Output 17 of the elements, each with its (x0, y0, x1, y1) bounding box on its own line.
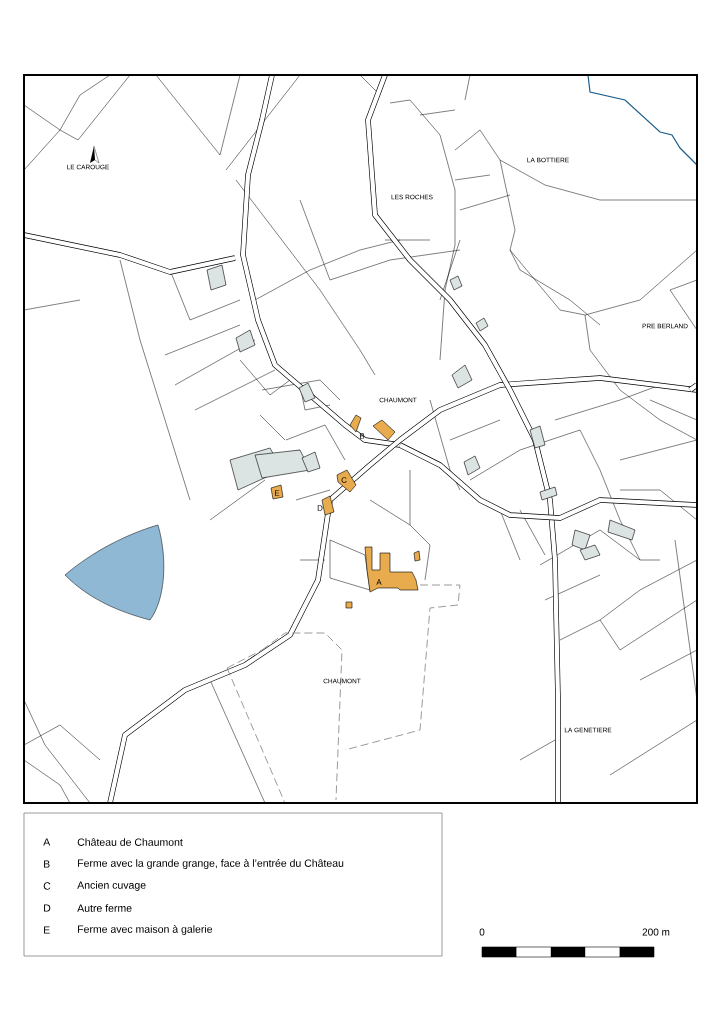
building-letter: B (360, 433, 365, 439)
legend-text: Ferme avec la grande grange, face à l’entrée du Château (78, 859, 344, 869)
building-letter: E (275, 490, 280, 496)
legend-text: Château de Chaumont (77, 838, 183, 846)
building-letter: C (341, 477, 347, 483)
legend-letter: C (43, 882, 51, 890)
legend-letter: B (44, 860, 50, 868)
legend-letter: D (44, 904, 51, 912)
building-letter: D (317, 505, 323, 511)
scale-label: 0 (479, 928, 485, 936)
scale-label: 200 m (642, 928, 670, 936)
legend-text: Ferme avec maison à galerie (78, 925, 213, 935)
legend-letter: A (43, 838, 51, 846)
legend-letter: E (44, 926, 50, 934)
building-letter: A (376, 579, 382, 585)
legend-text: Autre ferme (77, 904, 132, 912)
legend-text: Ancien cuvage (77, 881, 146, 891)
